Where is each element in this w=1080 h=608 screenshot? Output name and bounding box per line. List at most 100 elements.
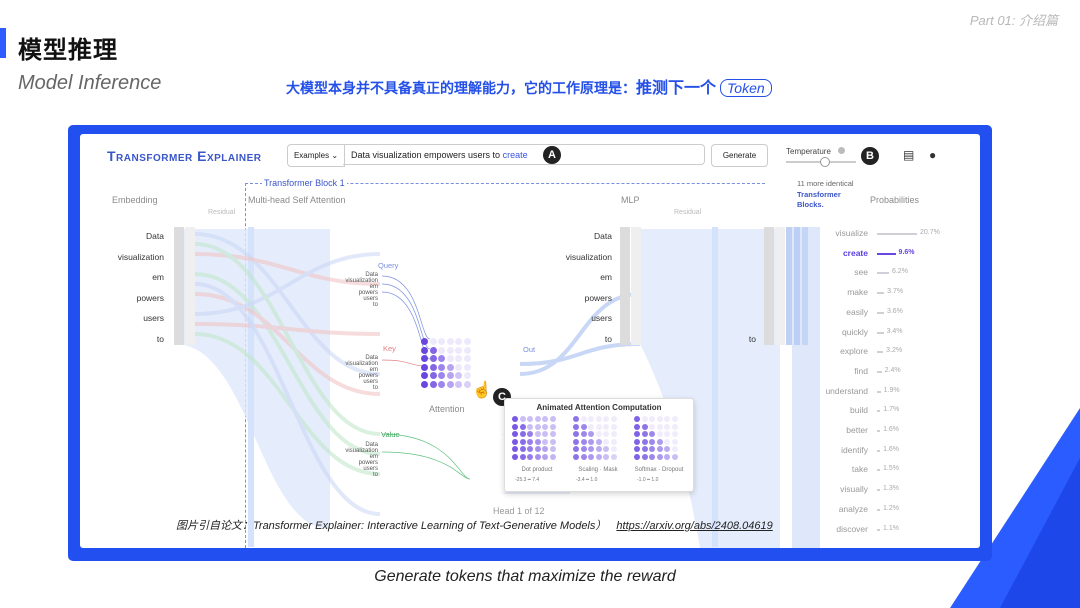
popup-cell	[580, 416, 587, 422]
info-icon[interactable]	[838, 147, 845, 154]
popup-cell	[573, 446, 579, 452]
popup-cell	[519, 423, 526, 430]
attention-cell	[429, 355, 437, 362]
popup-cell	[671, 423, 678, 430]
popup-cell	[588, 438, 594, 445]
popup-cell	[671, 446, 678, 452]
popup-cell	[527, 416, 533, 422]
attention-cell	[463, 363, 471, 371]
mlp-token: visualization	[565, 251, 612, 262]
attention-label: Attention	[429, 404, 465, 414]
popup-cell	[542, 431, 548, 437]
popup-cell	[656, 431, 663, 437]
prompt-input[interactable]: Data visualization empowers users to cre…	[343, 144, 705, 165]
popup-cell	[595, 416, 602, 422]
citation-link[interactable]: https://arxiv.org/abs/2408.04619	[616, 520, 773, 532]
github-icon[interactable]: ●	[929, 148, 937, 162]
probability-percent: 2.4%	[884, 366, 901, 374]
popup-cell	[519, 416, 526, 422]
probability-bar	[877, 272, 889, 275]
popup-cell	[641, 446, 648, 452]
probability-percent: 20.7%	[920, 229, 940, 236]
qkv-token: to	[372, 472, 378, 478]
popup-cell	[534, 438, 541, 445]
part-label: Part 01: 介绍篇	[969, 13, 1058, 28]
mlp-token: to	[604, 333, 612, 344]
embedding-label: Embedding	[112, 195, 158, 205]
popup-cell	[656, 416, 663, 422]
more-blocks-line-3: Blocks.	[797, 200, 824, 209]
citation-text: 图片引自论文：Transformer Explainer: Interactiv…	[176, 520, 607, 532]
dot-product-caption: Dot product	[521, 467, 553, 473]
temperature-slider-handle[interactable]	[820, 157, 830, 167]
probability-bar	[877, 311, 884, 314]
popup-cell	[649, 446, 655, 452]
popup-cell	[573, 416, 579, 422]
probability-bar	[877, 528, 880, 531]
probability-percent: 1.5%	[883, 465, 899, 473]
popup-cell	[649, 423, 655, 430]
mlp-residual-label: Residual	[674, 209, 702, 216]
probability-word: discover	[836, 523, 868, 534]
attention-cell	[421, 363, 428, 371]
probability-bar	[877, 292, 885, 295]
attention-cell	[455, 355, 462, 362]
popup-cell	[588, 431, 594, 437]
embedding-token: to	[156, 333, 164, 344]
popup-cell	[542, 453, 548, 460]
probability-word: find	[854, 365, 868, 376]
qkv-token: to	[372, 385, 378, 391]
animated-attention-popup: Animated Attention Computation Dot produ…	[504, 398, 694, 492]
probability-bar	[877, 469, 880, 472]
probability-word: build	[850, 405, 868, 416]
examples-dropdown[interactable]: Examples ⌄	[287, 144, 345, 167]
token-pill: Token	[720, 79, 772, 97]
probability-bar	[877, 410, 881, 413]
attention-cell	[455, 380, 462, 388]
qkv-token: users	[363, 466, 378, 472]
popup-cell	[641, 453, 648, 460]
popup-cell	[664, 453, 670, 460]
attention-cell	[429, 338, 437, 345]
qkv-token: Data	[365, 442, 378, 448]
attention-cell	[438, 372, 445, 379]
generate-button[interactable]: Generate	[711, 144, 768, 167]
popup-cell	[664, 438, 670, 445]
probability-percent: 1.2%	[883, 504, 899, 512]
popup-cell	[534, 423, 541, 430]
qkv-token: powers	[358, 460, 378, 466]
attention-cell	[429, 363, 437, 371]
attention-cell	[421, 338, 428, 345]
attention-cell	[463, 355, 471, 362]
popup-cell	[512, 423, 518, 430]
popup-cell	[656, 453, 663, 460]
examples-label: Examples	[293, 151, 330, 160]
probability-percent: 6.2%	[891, 268, 908, 276]
popup-cell	[549, 431, 556, 437]
popup-cell	[656, 446, 663, 452]
popup-cell	[634, 416, 640, 422]
popup-cell	[664, 431, 670, 437]
popup-cell	[610, 416, 617, 422]
probability-bar	[877, 390, 881, 393]
mlp-token: Data	[594, 231, 612, 241]
popup-cell	[595, 446, 602, 452]
popup-cell	[634, 453, 640, 460]
qkv-token: powers	[358, 373, 378, 379]
popup-cell	[649, 453, 655, 460]
popup-cell	[634, 438, 640, 445]
last-token: to	[748, 333, 756, 344]
popup-cell	[519, 446, 526, 452]
popup-cell	[519, 453, 526, 460]
probability-bar	[877, 370, 882, 373]
popup-cell	[527, 423, 533, 430]
popup-cell	[610, 453, 617, 460]
slide-title-english: Model Inference	[18, 72, 162, 94]
probability-percent: 1.3%	[883, 485, 899, 493]
document-icon[interactable]: ▤	[903, 148, 915, 162]
probability-bar	[877, 351, 884, 354]
popup-cell	[519, 431, 526, 437]
probability-word: create	[842, 247, 868, 258]
transformer-explainer-screenshot: Transformer Explainer Examples ⌄ Data vi…	[80, 134, 980, 548]
popup-title: Animated Attention Computation	[536, 403, 662, 412]
